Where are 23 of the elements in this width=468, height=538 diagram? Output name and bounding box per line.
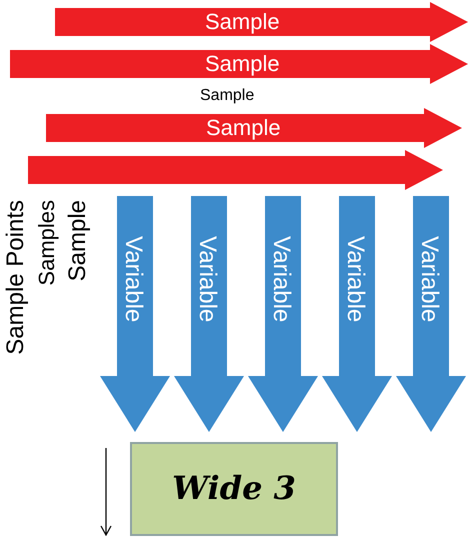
text-label: Samples <box>36 200 58 286</box>
pointer-shape <box>28 150 443 190</box>
pointer-shape <box>174 196 244 432</box>
arrow-label: Sample <box>206 117 281 139</box>
arrow-label: Variable <box>195 236 219 322</box>
arrow-label: Sample <box>205 53 280 75</box>
text-label: Sample Points <box>4 200 28 355</box>
pointer-shape <box>46 108 462 148</box>
panel-box <box>130 442 338 536</box>
arrow-label: Variable <box>343 236 367 322</box>
arrow-label: Variable <box>269 236 293 322</box>
pointer-shape <box>100 196 170 432</box>
arrow-label: Variable <box>121 236 145 322</box>
text-label: Sample <box>200 88 254 104</box>
arrow-label: Variable <box>417 236 441 322</box>
text-label: Sample <box>66 200 90 282</box>
box-title: Wide 3 <box>171 472 297 504</box>
arrow-label: Sample <box>205 11 280 33</box>
pointer-shape <box>55 2 468 42</box>
pointer-shape <box>10 44 468 84</box>
pointer-shape <box>322 196 392 432</box>
pointer-shape <box>248 196 318 432</box>
pointer-shape <box>396 196 466 432</box>
